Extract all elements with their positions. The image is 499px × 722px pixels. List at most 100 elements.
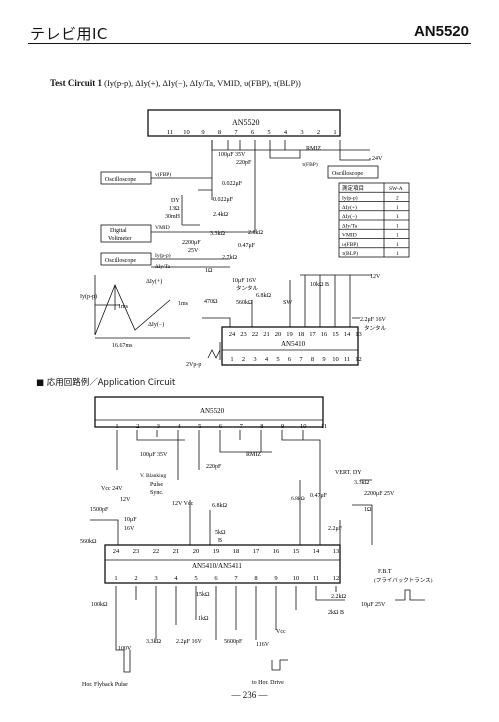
header-category: テレビ用IC — [30, 25, 108, 43]
pin-number: 14 — [344, 331, 351, 338]
app-r22k: 2.2kΩ — [331, 594, 347, 600]
pin-number: 6 — [288, 356, 292, 363]
pin-number: 18 — [233, 548, 240, 555]
application-circuit-title: ■ 応用回路例／Application Circuit — [36, 378, 176, 388]
pin-number: 3 — [154, 575, 157, 582]
app-rmiz: RMIZ — [246, 452, 261, 458]
app-ic-an5410-label: AN5410/AN5411 — [192, 562, 242, 570]
pin-number: 1 — [115, 423, 118, 430]
pin-number: 1 — [114, 575, 117, 582]
tc-c2200: 2200μF — [182, 240, 201, 246]
pin-number: 6 — [214, 575, 218, 582]
tc-1ms-b: 1ms — [178, 301, 189, 307]
pin-number: 1 — [230, 356, 233, 363]
table-header: 測定項目 — [342, 184, 364, 192]
pin-number: 4 — [177, 423, 181, 430]
pin-number: 19 — [213, 548, 220, 555]
pin-number: 12 — [355, 356, 362, 363]
tc-diym: ΔIy(−) — [148, 321, 164, 328]
app-to-hor-drive: to Hor. Drive — [252, 680, 284, 686]
pin-number: 22 — [252, 331, 259, 338]
tc-ic-an5520-label: AN5520 — [232, 118, 260, 127]
tc-dy: DY — [171, 198, 180, 204]
tc-sawtooth-waveform: ΔIy(+) Iy(p-p) 1ms 1ms ΔIy(−) 16.67ms — [80, 275, 190, 349]
pin-number: 8 — [260, 423, 263, 430]
pin-number: 10 — [332, 356, 339, 363]
tc-tantal: タンタル — [236, 284, 259, 292]
tc-iypp-probe: Iy(p-p) — [155, 252, 171, 259]
app-c220: 220pF — [206, 464, 222, 470]
app-v116: 116V — [256, 642, 270, 648]
table-cell-sw: 1 — [396, 242, 399, 248]
app-c100: 100μF 35V — [140, 452, 168, 458]
pin-number: 6 — [251, 129, 255, 136]
app-c22b: 2.2μF 16V — [176, 639, 203, 645]
table-cell-item: ΔIy/Ta — [342, 223, 358, 229]
tc-r10k: 10kΩ B — [310, 282, 329, 288]
tc-oscilloscope-3-label: Oscilloscope — [105, 258, 136, 264]
app-b: B — [218, 538, 222, 544]
tc-c22: 2.2μF 16V — [360, 317, 387, 323]
pin-number: 4 — [265, 356, 269, 363]
pin-number: 23 — [133, 548, 140, 555]
table-cell-sw: 1 — [396, 214, 399, 220]
tc-r28k: 2.8kΩ — [248, 230, 264, 236]
pin-number: 8 — [311, 356, 314, 363]
pin-number: 23 — [240, 331, 247, 338]
app-fbt2: (フライバックトランス) — [374, 577, 433, 584]
pin-number: 2 — [242, 356, 245, 363]
pin-number: 11 — [167, 129, 173, 136]
app-r1k: 1kΩ — [198, 616, 209, 622]
tc-v2pp: 2Vp-p — [186, 362, 201, 368]
tc-ic-an5410-label: AN5410 — [281, 340, 306, 348]
tc-1ms-a: 1ms — [118, 304, 129, 310]
app-r560k: 560kΩ — [80, 539, 97, 545]
pin-number: 2 — [317, 129, 320, 136]
pin-number: 10 — [183, 129, 190, 136]
test-circuit-title: Test Circuit 1 (Iy(p-p), ΔIy(+), ΔIy(−),… — [50, 78, 301, 88]
tc-c10: 10μF 16V — [232, 278, 257, 284]
pin-number: 11 — [344, 356, 350, 363]
pin-number: 22 — [153, 548, 160, 555]
app-r1: 1Ω — [364, 507, 372, 513]
tc-r1: 1Ω — [205, 268, 213, 274]
pin-number: 19 — [286, 331, 293, 338]
app-c1500: 1500pF — [90, 507, 109, 513]
pin-number: 13 — [333, 548, 340, 555]
table-cell-item: Iy(p-p) — [342, 195, 358, 202]
pin-number: 17 — [309, 331, 316, 338]
tc-rmiz: RMIZ — [306, 146, 321, 152]
tc-ic-an5520 — [147, 109, 341, 137]
pin-number: 24 — [229, 331, 236, 338]
tc-diyp: ΔIy(+) — [146, 278, 162, 285]
table-cell-sw: 1 — [396, 251, 399, 257]
tc-c0022a: 0.022μF — [222, 181, 243, 187]
pin-number: 5 — [198, 423, 201, 430]
app-v16: 16V — [124, 526, 135, 532]
tc-digital-voltmeter — [100, 224, 152, 243]
header-part-number: AN5520 — [413, 23, 469, 40]
tc-r33k: 3.3kΩ — [210, 231, 226, 237]
app-r68k2: 6.8kΩ — [212, 503, 228, 509]
pin-number: 10 — [300, 423, 307, 430]
tc-v12: 12V — [370, 274, 381, 280]
tc-r13: 13Ω — [169, 206, 180, 212]
pin-number: 13 — [355, 331, 362, 338]
tc-dv-line2: Voltmeter — [108, 236, 132, 242]
app-c2200: 2200μF 25V — [364, 491, 395, 497]
pin-number: 11 — [313, 575, 319, 582]
tc-iypp: Iy(p-p) — [80, 293, 97, 300]
tc-oscilloscope-2 — [327, 165, 379, 179]
app-r5k: 5kΩ — [215, 530, 226, 536]
pin-number: 2 — [136, 423, 139, 430]
pin-number: 20 — [193, 548, 200, 555]
pin-number: 8 — [254, 575, 257, 582]
tc-tfbp: τ(FBP) — [302, 161, 318, 168]
tc-iyta-probe: ΔIy/Ta — [155, 264, 171, 270]
app-c5600: 5600pF — [224, 639, 243, 645]
pin-number: 12 — [333, 575, 340, 582]
app-r33k: 3.3kΩ — [354, 480, 370, 486]
table-cell-item: VMID — [342, 233, 357, 239]
app-vcc24: Vcc 24V — [101, 486, 123, 492]
